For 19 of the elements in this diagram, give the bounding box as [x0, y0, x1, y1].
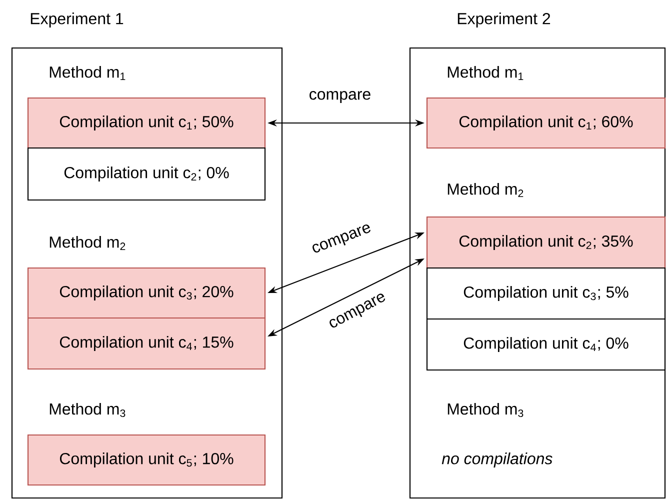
note-text: no compilations [442, 452, 552, 468]
method-label: Method m$_{2}$ [448, 183, 524, 197]
unit-box: Compilation unit c$_{1}$; 50% [27, 97, 266, 149]
experiment-heading: Experiment 1 [30, 12, 124, 28]
method-label: Method m$_{3}$ [448, 402, 524, 418]
method-label: Method m$_{3}$ [50, 402, 126, 418]
unit-box: Compilation unit c$_{3}$; 5% [426, 267, 666, 320]
unit-box: Compilation unit c$_{2}$; 35% [426, 216, 666, 269]
unit-box: Compilation unit c$_{1}$; 60% [426, 97, 666, 149]
method-label: Method m$_{1}$ [50, 66, 126, 80]
edge-label: compare [308, 90, 372, 104]
unit-box: Compilation unit c$_{3}$; 20% [27, 267, 266, 319]
unit-box: Compilation unit c$_{4}$; 0% [426, 318, 666, 371]
unit-box: Compilation unit c$_{5}$; 10% [27, 434, 266, 486]
experiment-heading: Experiment 2 [458, 12, 550, 28]
unit-box: Compilation unit c$_{2}$; 0% [27, 147, 266, 201]
method-label: Method m$_{1}$ [448, 66, 524, 80]
unit-box: Compilation unit c$_{4}$; 15% [27, 317, 266, 370]
method-label: Method m$_{2}$ [50, 236, 126, 250]
